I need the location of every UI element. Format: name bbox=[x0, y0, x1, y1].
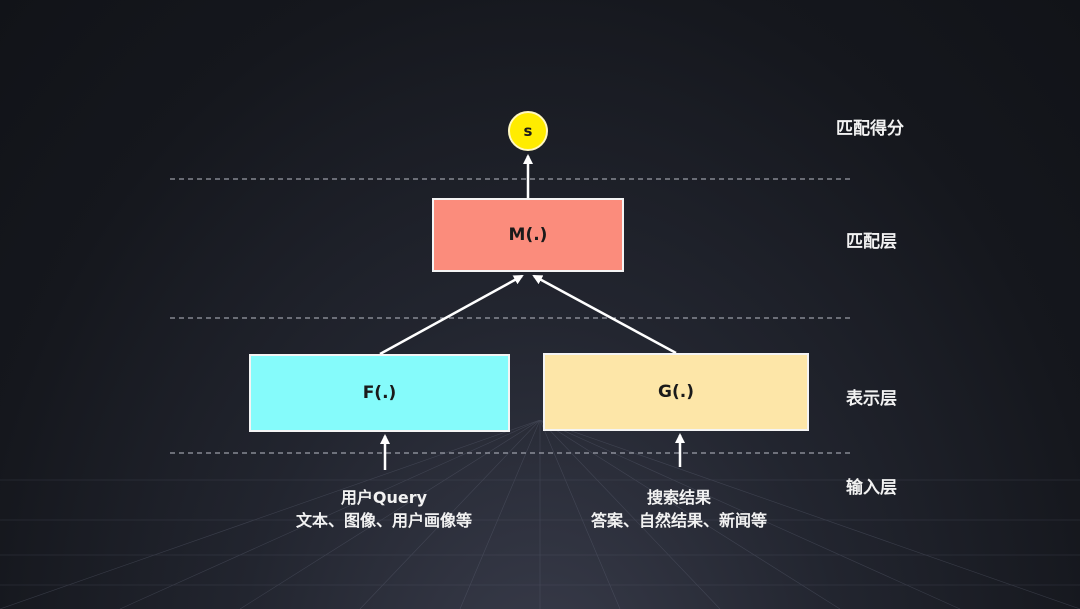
score-node: s bbox=[508, 111, 548, 151]
match-function-box: M(.) bbox=[432, 198, 624, 272]
layer-label-input: 输入层 bbox=[846, 478, 897, 498]
arrow-result-to-match bbox=[532, 274, 677, 355]
query-representation-box: F(.) bbox=[249, 354, 510, 432]
layer-label-representation: 表示层 bbox=[846, 389, 897, 409]
query-input-detail: 文本、图像、用户画像等 bbox=[295, 511, 472, 530]
results-input-title: 搜索结果 bbox=[646, 488, 711, 507]
arrow-query-to-match bbox=[379, 274, 524, 356]
results-input-detail: 答案、自然结果、新闻等 bbox=[590, 511, 767, 530]
layer-label-score: 匹配得分 bbox=[836, 119, 904, 139]
query-input-caption: 用户Query 文本、图像、用户画像等 bbox=[264, 486, 504, 532]
query-input-title: 用户Query bbox=[340, 488, 428, 507]
layer-label-match: 匹配层 bbox=[846, 232, 897, 252]
results-input-caption: 搜索结果 答案、自然结果、新闻等 bbox=[559, 486, 799, 532]
result-representation-box: G(.) bbox=[543, 353, 809, 431]
